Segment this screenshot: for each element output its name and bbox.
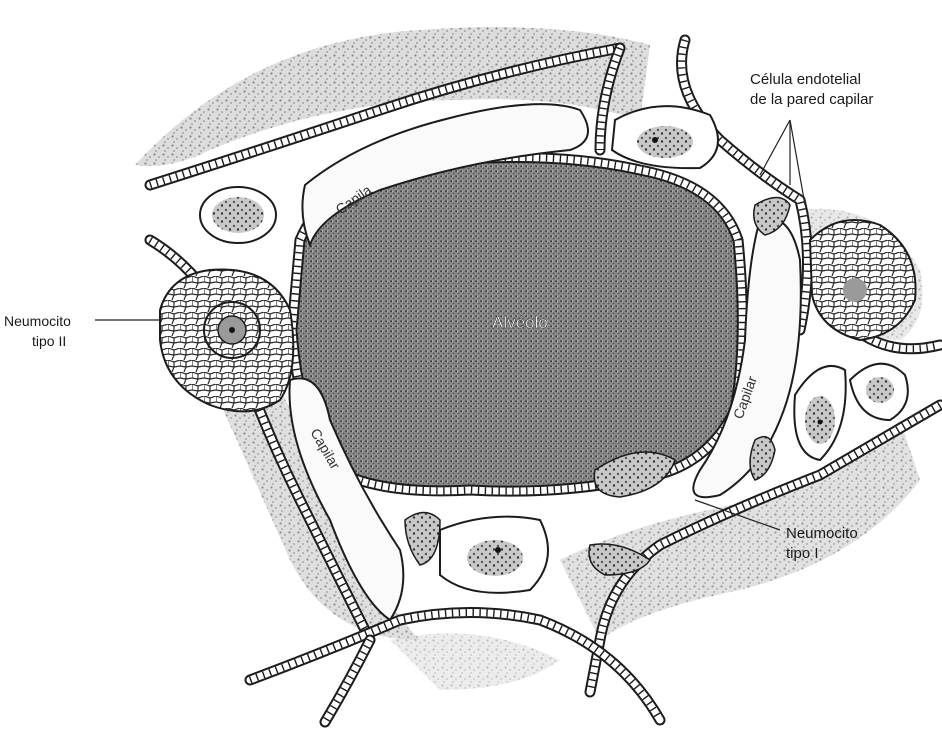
label-type2-1: Neumocito: [4, 313, 71, 329]
label-type1-2: tipo I: [786, 545, 819, 562]
label-type2-2: tipo II: [32, 333, 66, 349]
label-alveolus: Alvéolo: [492, 313, 548, 332]
label-endothelial-cell-2: de la pared capilar: [750, 91, 873, 108]
type-ii-pneumocyte-right: [810, 220, 916, 340]
label-endothelial-cell-1: Célula endotelial: [750, 71, 861, 88]
label-type1-1: Neumocito: [786, 525, 858, 542]
type-ii-pneumocyte: [160, 270, 293, 412]
